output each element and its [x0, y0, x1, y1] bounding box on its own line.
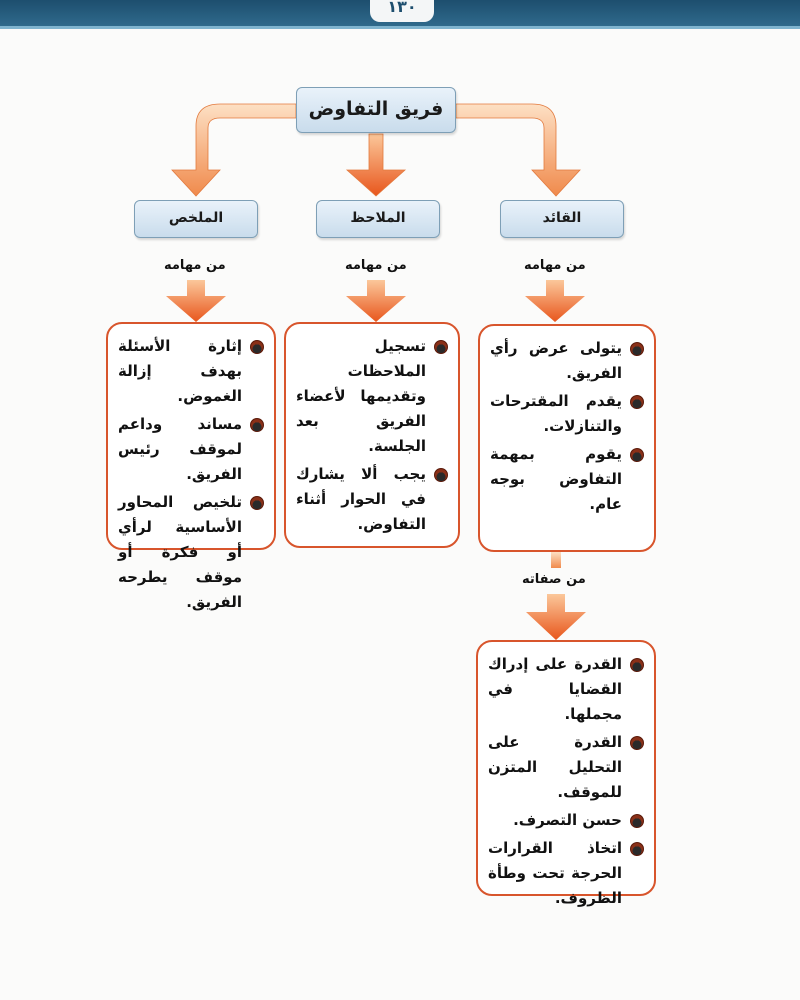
list-item: القدرة على التحليل المتزن للموقف.	[488, 730, 644, 805]
bullet-icon	[630, 342, 644, 356]
bullet-icon	[630, 736, 644, 750]
bullet-icon	[630, 448, 644, 462]
bullet-icon	[250, 340, 264, 354]
list-item: يجب ألا يشارك في الحوار أثناء التفاوض.	[296, 462, 448, 537]
list-item: مساند وداعم لموقف رئيس الفريق.	[118, 412, 264, 487]
root-negotiation-team: فريق التفاوض	[296, 87, 456, 133]
label-observer-tasks: من مهامه	[345, 258, 407, 273]
list-item: حسن التصرف.	[488, 808, 644, 833]
arrow-leader-tasks	[525, 280, 585, 322]
bullet-icon	[434, 468, 448, 482]
card-leader-tasks: يتولى عرض رأي الفريق. يقدم المقترحات وال…	[478, 324, 656, 552]
list-item: يتولى عرض رأي الفريق.	[490, 336, 644, 386]
bullet-icon	[250, 418, 264, 432]
arrow-root-to-summarizer	[171, 103, 297, 197]
arrow-root-to-leader	[455, 103, 581, 197]
arrow-observer-tasks	[346, 280, 406, 322]
bullet-icon	[630, 658, 644, 672]
arrow-leader-traits	[526, 594, 586, 640]
arrow-root-to-observer	[345, 133, 407, 197]
bullet-icon	[250, 496, 264, 510]
card-summarizer-tasks: إثارة الأسئلة بهدف إزالة الغموض. مساند و…	[106, 322, 276, 611]
list-item: تسجيل الملاحظات وتقديمها لأعضاء الفريق ب…	[296, 334, 448, 459]
card-observer-tasks: تسجيل الملاحظات وتقديمها لأعضاء الفريق ب…	[284, 322, 460, 548]
list-item: تلخيص المحاور الأساسية لرأي أو فكرة أو م…	[118, 490, 264, 615]
list-item: يقدم المقترحات والتنازلات.	[490, 389, 644, 439]
bullet-icon	[434, 340, 448, 354]
list-item: اتخاذ القرارات الحرجة تحت وطأة الظروف.	[488, 836, 644, 911]
role-box-summarizer: الملخص	[134, 200, 258, 238]
role-box-observer: الملاحظ	[316, 200, 440, 238]
label-leader-tasks: من مهامه	[524, 258, 586, 273]
bullet-icon	[630, 395, 644, 409]
list-item: القدرة على إدراك القضايا في مجملها.	[488, 652, 644, 727]
arrow-summarizer-tasks	[166, 280, 226, 322]
bullet-icon	[630, 814, 644, 828]
list-item: يقوم بمهمة التفاوض بوجه عام.	[490, 442, 644, 517]
card-leader-traits: القدرة على إدراك القضايا في مجملها. القد…	[476, 640, 656, 907]
role-box-leader: القائد	[500, 200, 624, 238]
label-leader-traits: من صفاته	[522, 572, 586, 587]
label-summarizer-tasks: من مهامه	[164, 258, 226, 273]
list-item: إثارة الأسئلة بهدف إزالة الغموض.	[118, 334, 264, 409]
bullet-icon	[630, 842, 644, 856]
page-number: ١٣٠	[370, 0, 434, 22]
